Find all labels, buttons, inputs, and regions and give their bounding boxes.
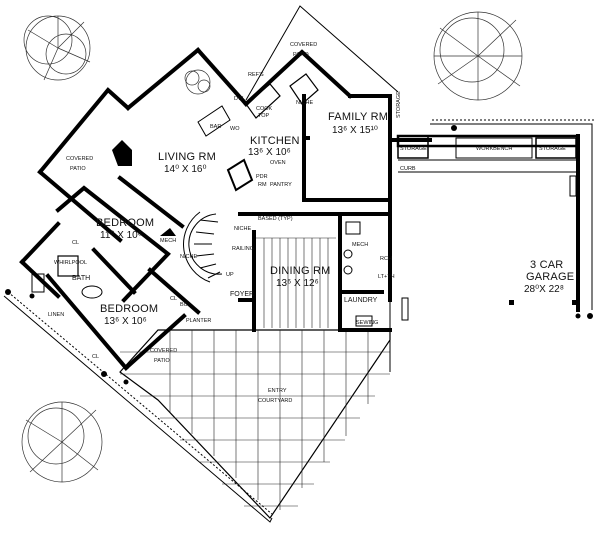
garage-name-2: GARAGE: [526, 271, 574, 283]
covered-patio-left-label-2: PATIO: [70, 166, 86, 172]
foyer-label: FOYER: [230, 291, 254, 298]
up-label: UP: [226, 272, 234, 278]
mech-label-1: MECH: [160, 238, 176, 244]
tree-top-right: [433, 11, 523, 101]
bc-label: BC: [180, 302, 188, 308]
oven-label: OVEN: [270, 160, 286, 166]
house-walls: [19, 5, 432, 371]
covered-patio-top-label-1: COVERED: [290, 42, 317, 48]
garage-name-1: 3 CAR: [530, 259, 563, 271]
nook-label: NICHE: [296, 100, 313, 106]
storage-label-2: STORAGE: [539, 146, 566, 152]
cook-top-label-2: TOP: [258, 113, 270, 119]
cook-top-label-1: COOK: [256, 106, 273, 112]
kitchen-name: KITCHEN: [250, 135, 300, 147]
pdr-label-1: PDR: [256, 174, 268, 180]
dw-label: DW: [234, 96, 244, 102]
based-typ-label: BASED (TYP): [258, 216, 293, 222]
covered-patio-top-label-2: PATIO: [293, 52, 309, 58]
tree-bottom-left: [21, 401, 103, 483]
lt-th-label: LT+TH: [378, 274, 395, 280]
shrub-small: [184, 69, 211, 95]
rch-label: RCH: [380, 256, 392, 262]
dining-room-dim: 13⁶ X 12⁶: [276, 278, 319, 289]
storage-label-3: STORAGE: [396, 91, 402, 118]
railing-label: RAILING: [232, 246, 254, 252]
living-room-name: LIVING RM: [158, 151, 216, 163]
entry-courtyard-label-1: ENTRY: [268, 388, 287, 394]
bedroom2-name: BEDROOM: [100, 303, 158, 315]
bar-label: BAR: [210, 124, 221, 130]
linen-label: LINEN: [48, 312, 64, 318]
bedroom1-dim: 11⁰ X 10⁶: [100, 230, 142, 241]
pdr-label-2: RM: [258, 182, 267, 188]
living-room-dim: 14⁰ X 16⁰: [164, 164, 207, 175]
curb-label: CURB: [400, 166, 416, 172]
mech-label-2: MECH: [352, 242, 368, 248]
niche-label-3: NICHE: [180, 254, 197, 260]
workbench-label: WORKBENCH: [476, 146, 512, 152]
covered-patio-bottom-label-1: COVERED: [150, 348, 177, 354]
planter-label: PLANTER: [186, 318, 211, 324]
bath-label: BATH: [72, 275, 90, 282]
dining-room-name: DINING RM: [270, 265, 330, 277]
tree-top-left: [23, 15, 91, 81]
laundry-label: LAUNDRY: [344, 297, 378, 304]
family-room-name: FAMILY RM: [328, 111, 388, 123]
garage-dim: 28⁰X 22⁸: [524, 284, 564, 295]
covered-patio-left-label-1: COVERED: [66, 156, 93, 162]
cl-label-2: CL: [170, 296, 177, 302]
whirlpool-label: WHIRLPOOL: [54, 260, 87, 266]
storage-label-1: STORAGE: [400, 146, 427, 152]
property-edge: [3, 119, 596, 523]
fixtures: [5, 73, 593, 385]
refs-label: REF'S: [248, 72, 264, 78]
family-room-dim: 13⁶ X 15¹⁰: [332, 125, 378, 136]
cl-label-1: CL: [72, 240, 79, 246]
niche-label-2: NICHE: [234, 226, 251, 232]
cl-label-3: CL: [92, 354, 99, 360]
covered-patio-bottom-label-2: PATIO: [154, 358, 170, 364]
entry-courtyard-label-2: COURTYARD: [258, 398, 292, 404]
wall-oven-label: WO: [230, 126, 240, 132]
pantry-label: PANTRY: [270, 182, 292, 188]
bedroom2-dim: 13⁶ X 10⁶: [104, 316, 147, 327]
bedroom1-name: BEDROOM: [96, 217, 154, 229]
kitchen-dim: 13⁶ X 10⁶: [248, 147, 291, 158]
sewing-label: SEWING: [356, 320, 378, 326]
